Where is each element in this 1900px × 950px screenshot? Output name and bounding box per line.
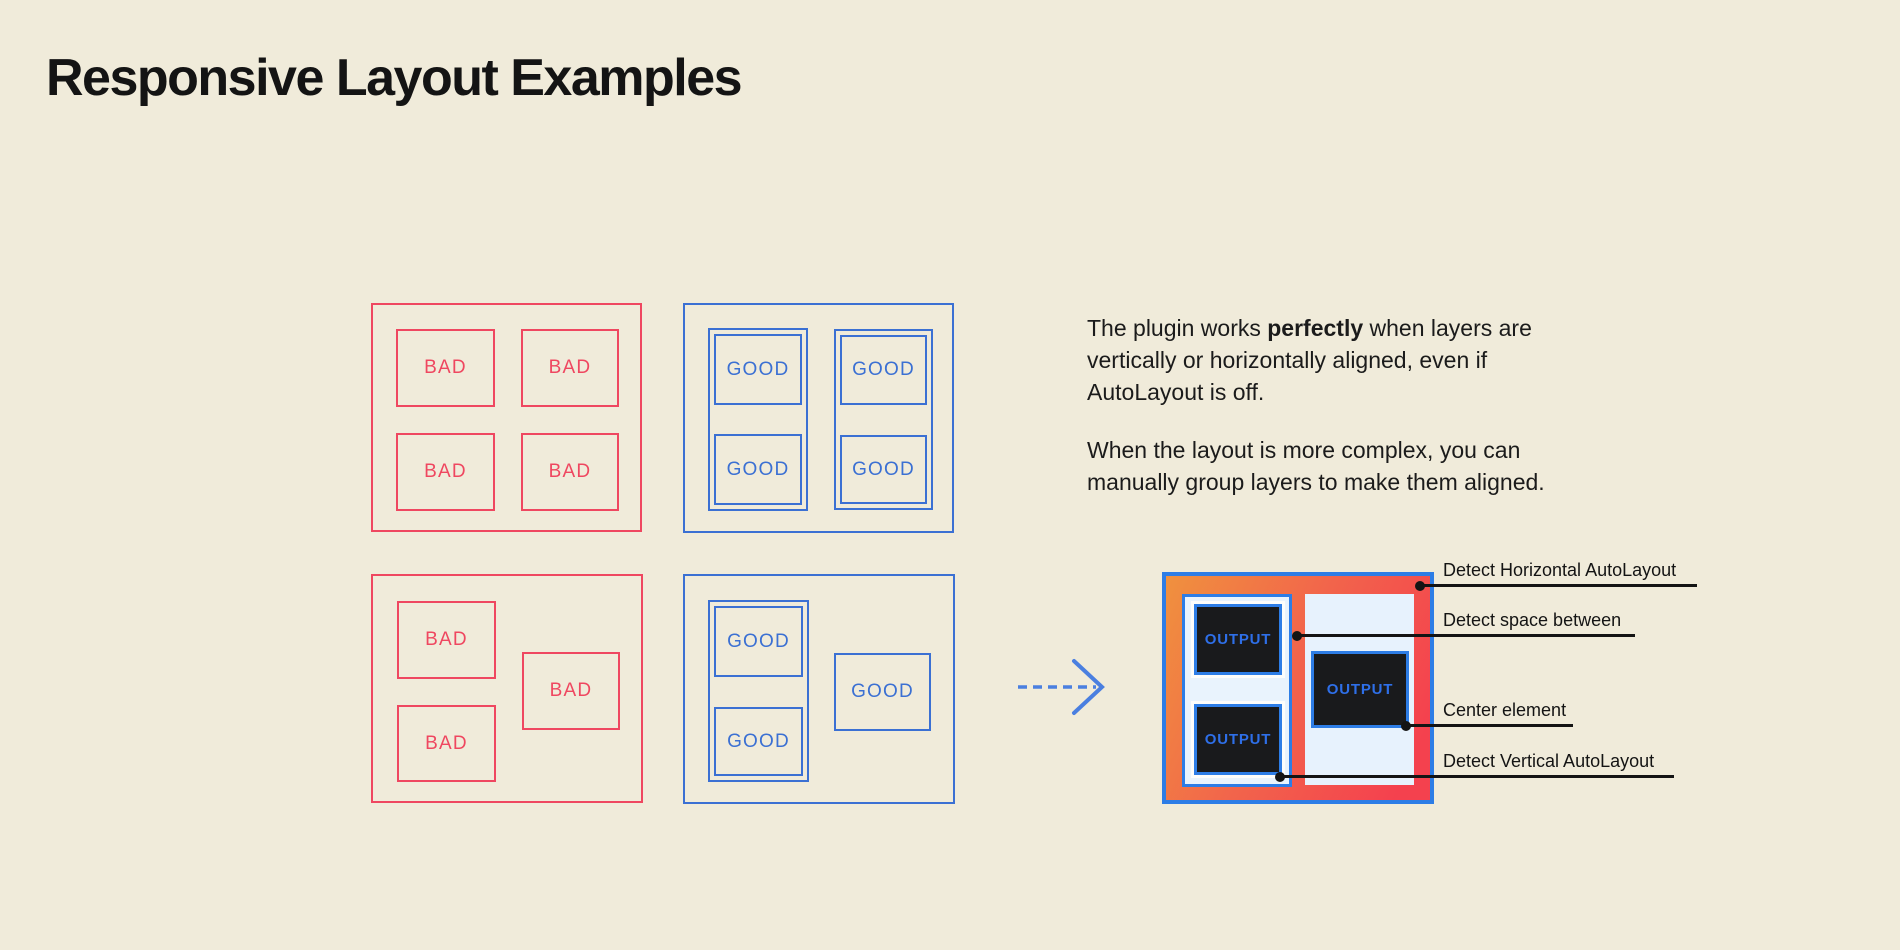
good-box: GOOD <box>714 434 802 505</box>
good-box: GOOD <box>714 334 802 405</box>
output-vertical-autolayout-group: OUTPUT OUTPUT <box>1182 594 1292 787</box>
description-paragraph-2: When the layout is more complex, you can… <box>1087 437 1545 495</box>
description-text: The plugin works perfectly when layers a… <box>1087 312 1562 498</box>
callout-label-vertical-autolayout: Detect Vertical AutoLayout <box>1443 751 1655 771</box>
callout-line-vertical-autolayout <box>1280 775 1674 778</box>
bad-box: BAD <box>521 329 619 407</box>
good-column-group: GOOD GOOD <box>708 328 808 511</box>
good-grid-panel: GOOD GOOD GOOD GOOD <box>683 303 954 533</box>
good-staggered-panel: GOOD GOOD GOOD <box>683 574 955 804</box>
description-paragraph-1: The plugin works perfectly when layers a… <box>1087 312 1562 408</box>
bad-staggered-panel: BAD BAD BAD <box>371 574 643 803</box>
good-box: GOOD <box>834 653 931 731</box>
description-p1-after: when layers are vertically or horizontal… <box>1087 315 1532 405</box>
description-p1-bold: perfectly <box>1267 315 1364 341</box>
good-box: GOOD <box>840 335 927 405</box>
callout-line-space-between <box>1297 634 1635 637</box>
good-box: GOOD <box>714 606 803 677</box>
description-p1-before: The plugin works <box>1087 315 1268 341</box>
good-box: GOOD <box>714 707 803 776</box>
page-title: Responsive Layout Examples <box>46 49 743 107</box>
good-box: GOOD <box>840 435 927 504</box>
bad-box: BAD <box>521 433 619 511</box>
callout-label-space-between: Detect space between <box>1443 610 1622 630</box>
output-result-frame: OUTPUT OUTPUT OUTPUT <box>1162 572 1434 804</box>
arrow-icon <box>1018 659 1105 715</box>
good-column-group: GOOD GOOD <box>834 329 933 510</box>
output-center-column: OUTPUT <box>1305 594 1414 785</box>
callout-line-horizontal-autolayout <box>1420 584 1697 587</box>
bad-box: BAD <box>397 705 496 782</box>
output-box: OUTPUT <box>1194 604 1282 675</box>
callout-label-center-element: Center element <box>1443 700 1567 720</box>
callout-label-horizontal-autolayout: Detect Horizontal AutoLayout <box>1443 560 1677 580</box>
bad-box: BAD <box>396 329 495 407</box>
output-box: OUTPUT <box>1194 704 1282 775</box>
bad-grid-panel: BAD BAD BAD BAD <box>371 303 642 532</box>
bad-box: BAD <box>397 601 496 679</box>
good-column-group: GOOD GOOD <box>708 600 809 782</box>
callout-line-center-element <box>1406 724 1573 727</box>
bad-box: BAD <box>396 433 495 511</box>
bad-box: BAD <box>522 652 620 730</box>
output-box: OUTPUT <box>1311 651 1409 728</box>
